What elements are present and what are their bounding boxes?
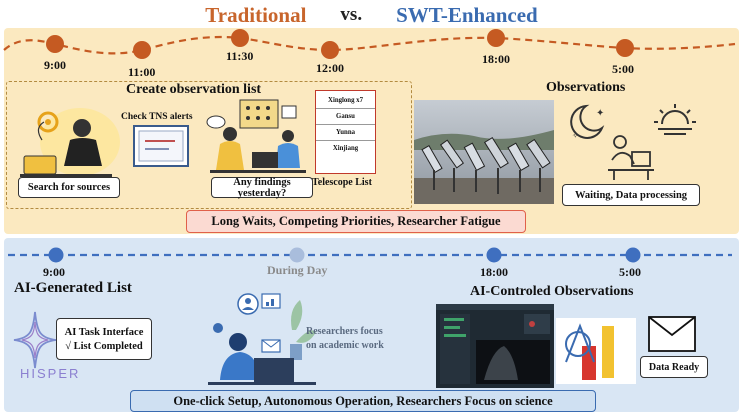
- title-traditional: Traditional: [205, 2, 307, 27]
- monitor-icon: [133, 125, 189, 167]
- dot-1130: [231, 29, 249, 47]
- time-label: 12:00: [316, 61, 344, 75]
- time-label: 5:00: [619, 265, 641, 279]
- search-sources-box: Search for sources: [18, 177, 120, 198]
- findings-box: Any findings yesterday?: [211, 177, 313, 199]
- plant-icon: [291, 300, 303, 330]
- traditional-banner: Long Waits, Competing Priorities, Resear…: [186, 210, 526, 233]
- chart-board-icon: [206, 99, 306, 173]
- check-tns-label: Check TNS alerts: [121, 112, 193, 122]
- waiting-box: Waiting, Data processing: [562, 184, 700, 206]
- traditional-timeline: [3, 29, 736, 59]
- dot-12: [321, 41, 339, 59]
- create-list-title: Create observation list: [126, 82, 262, 97]
- software-screen: [436, 304, 554, 388]
- star-logo-icon: [13, 311, 57, 369]
- researchers-line-2: on academic work: [306, 340, 384, 351]
- title-swt-enhanced: SWT-Enhanced: [396, 2, 538, 27]
- telescope-item: Yunna: [316, 129, 375, 141]
- data-ready-box: Data Ready: [640, 356, 708, 378]
- dot-18: [487, 29, 505, 47]
- time-label: 18:00: [482, 52, 510, 66]
- observations-title: Observations: [546, 80, 626, 95]
- task-interface-box: AI Task Interface √ List Completed: [56, 318, 152, 360]
- dot-11: [133, 41, 151, 59]
- ai-list-title: AI-Generated List: [14, 280, 132, 296]
- title-row: Traditional vs. SWT-Enhanced: [0, 0, 743, 30]
- dot-5: [616, 39, 634, 57]
- desk-worker-icon: [608, 135, 654, 180]
- time-label: 9:00: [44, 58, 66, 72]
- lightbulb-gear-icon: [20, 108, 120, 177]
- ai-observations-title: AI-Controled Observations: [470, 284, 634, 299]
- enhanced-banner: One-click Setup, Autonomous Operation, R…: [130, 390, 596, 412]
- title-vs: vs.: [340, 4, 363, 25]
- svg-text:✦: ✦: [596, 108, 604, 119]
- telescope-item: Xinglong x7: [316, 97, 375, 109]
- logo-text: HISPER: [20, 366, 81, 381]
- researchers-line-1: Researchers focus: [306, 326, 383, 337]
- ai-logo-icon: [556, 318, 636, 384]
- time-label: 5:00: [612, 62, 634, 76]
- telescope-photo: [414, 100, 554, 204]
- task-line-1: AI Task Interface: [64, 326, 144, 338]
- telescope-list-caption: Telescope List: [312, 177, 372, 188]
- sunrise-icon: [654, 104, 696, 135]
- time-label: 9:00: [43, 265, 65, 279]
- telescope-item: Gansu: [316, 113, 375, 125]
- time-label: 18:00: [480, 265, 508, 279]
- dot-9: [46, 35, 64, 53]
- time-label: 11:00: [128, 65, 156, 79]
- task-line-2: √ List Completed: [65, 340, 143, 352]
- envelope-icon: [648, 316, 696, 352]
- enhanced-timeline: [8, 247, 732, 263]
- researcher-illustration: [208, 293, 316, 385]
- moon-star-icon: ✦ ✧: [570, 104, 604, 140]
- time-label: 11:30: [226, 49, 254, 63]
- time-label: During Day: [267, 263, 328, 277]
- telescope-list-card: Xinglong x7 Gansu Yunna Xinjiang: [315, 90, 376, 174]
- telescope-item: Xinjiang: [332, 145, 359, 152]
- create-list-group: [6, 81, 412, 209]
- svg-text:✧: ✧: [572, 131, 579, 140]
